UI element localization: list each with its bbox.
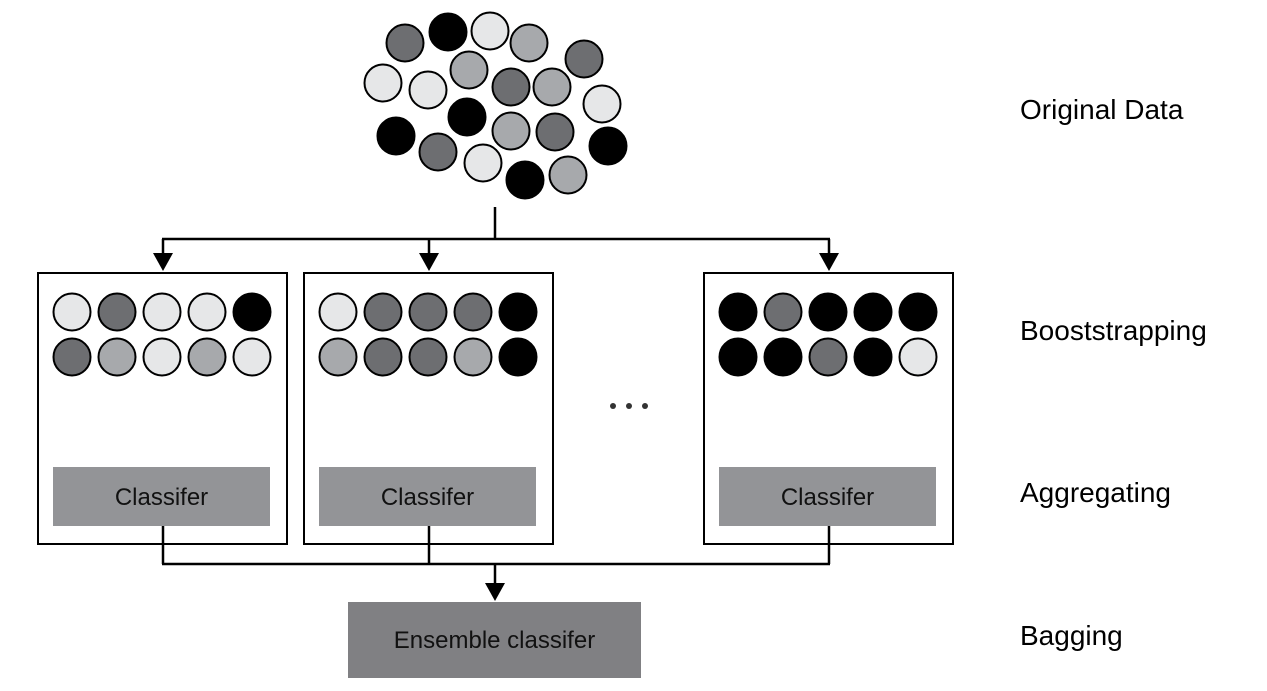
split-connector	[161, 207, 831, 254]
sample-point-black	[498, 337, 538, 377]
data-point-light	[470, 11, 510, 51]
merge-connector	[161, 526, 831, 584]
sample-point-mid	[187, 337, 227, 377]
sample-point-light	[898, 337, 938, 377]
data-point-black	[588, 126, 628, 166]
sample-point-dark	[408, 292, 448, 332]
data-point-light	[363, 63, 403, 103]
sample-point-dark	[808, 337, 848, 377]
sample-point-light	[187, 292, 227, 332]
bootstrap-sample-box: Classifer	[703, 272, 954, 545]
ensemble-classifier-rect	[348, 602, 641, 678]
sample-point-black	[718, 337, 758, 377]
data-point-dark	[564, 39, 604, 79]
classifier-label: Classifer	[781, 484, 874, 511]
sample-point-light	[318, 292, 358, 332]
original-data-cluster	[363, 11, 628, 200]
sample-point-mid	[453, 337, 493, 377]
bootstrap-sample-box: Classifer	[37, 272, 288, 545]
sample-point-light	[232, 337, 272, 377]
data-point-black	[447, 97, 487, 137]
data-point-dark	[535, 112, 575, 152]
sample-point-dark	[363, 337, 403, 377]
sample-point-mid	[318, 337, 358, 377]
data-point-dark	[418, 132, 458, 172]
stage-label-bagging: Bagging	[1020, 620, 1123, 651]
sample-point-black	[718, 292, 758, 332]
stage-label-original-data: Original Data	[1020, 94, 1184, 125]
sample-point-light	[142, 337, 182, 377]
ellipsis-icon	[610, 403, 648, 409]
classifier-label: Classifer	[115, 484, 208, 511]
data-point-mid	[548, 155, 588, 195]
ellipsis-dot	[642, 403, 648, 409]
sample-point-black	[763, 337, 803, 377]
data-point-light	[408, 70, 448, 110]
classifier-box	[719, 467, 936, 526]
sample-point-dark	[97, 292, 137, 332]
data-point-mid	[532, 67, 572, 107]
classifier-box	[319, 467, 536, 526]
classifier-label: Classifer	[381, 484, 474, 511]
sample-point-light	[52, 292, 92, 332]
arrow-down-icon	[819, 253, 839, 271]
ellipsis-dot	[626, 403, 632, 409]
data-point-light	[463, 143, 503, 183]
sample-point-light	[142, 292, 182, 332]
arrow-down-icon	[419, 253, 439, 271]
data-point-mid	[509, 23, 549, 63]
sample-point-dark	[453, 292, 493, 332]
ensemble-classifier-label: Ensemble classifer	[394, 627, 595, 654]
data-point-dark	[491, 67, 531, 107]
sample-point-dark	[408, 337, 448, 377]
arrow-down-icon	[153, 253, 173, 271]
stage-labels: Original Data Booststrapping Aggregating…	[1020, 94, 1207, 651]
bootstrap-samples: Classifer Classifer Classifer	[37, 272, 954, 545]
split-arrows	[153, 253, 839, 271]
arrow-down-icon	[485, 583, 505, 601]
data-point-light	[582, 84, 622, 124]
data-point-mid	[491, 111, 531, 151]
data-point-black	[428, 12, 468, 52]
sample-point-mid	[97, 337, 137, 377]
ensemble-classifier-box: Ensemble classifer	[348, 602, 641, 678]
data-point-black	[376, 116, 416, 156]
sample-point-dark	[52, 337, 92, 377]
sample-point-black	[808, 292, 848, 332]
stage-label-bootstrapping: Booststrapping	[1020, 315, 1207, 346]
stage-label-aggregating: Aggregating	[1020, 477, 1171, 508]
sample-point-black	[898, 292, 938, 332]
sample-point-black	[853, 292, 893, 332]
sample-point-dark	[763, 292, 803, 332]
classifier-box	[53, 467, 270, 526]
sample-point-black	[232, 292, 272, 332]
data-point-dark	[385, 23, 425, 63]
sample-point-dark	[363, 292, 403, 332]
ellipsis-dot	[610, 403, 616, 409]
bootstrap-sample-box: Classifer	[303, 272, 554, 545]
sample-point-black	[853, 337, 893, 377]
data-point-mid	[449, 50, 489, 90]
data-point-black	[505, 160, 545, 200]
sample-point-black	[498, 292, 538, 332]
